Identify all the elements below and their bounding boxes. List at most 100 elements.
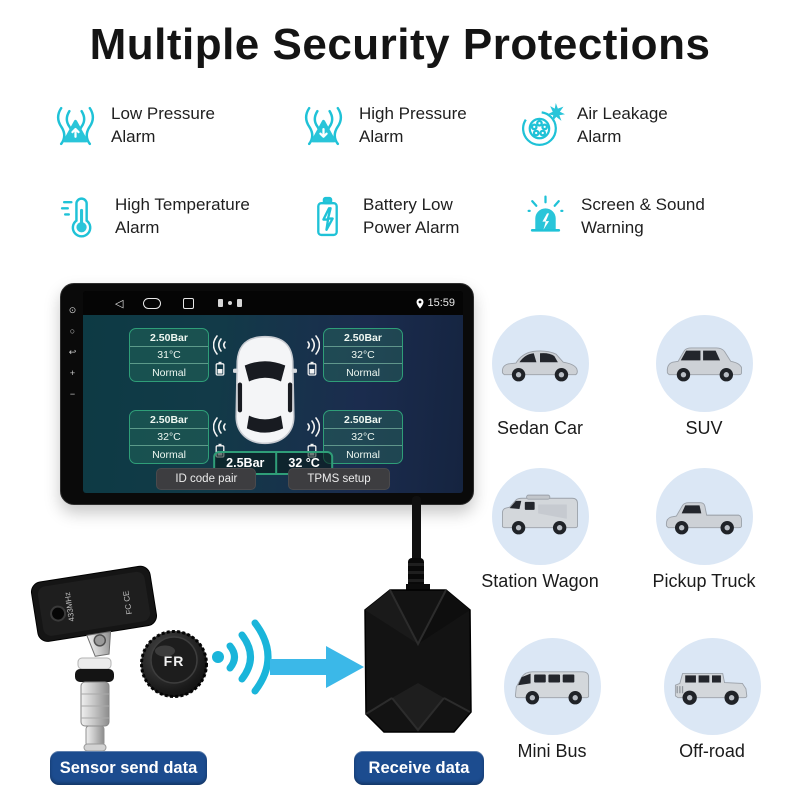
sensor-send-label: Sensor send data	[50, 751, 207, 785]
vehicle-item-off-road: Off-road	[642, 638, 782, 762]
tpms-tile-front-left: 2.50Bar 31°C Normal	[129, 328, 209, 382]
tile-temp: 32°C	[130, 431, 208, 446]
tpms-tile-front-right: 2.50Bar 32°C Normal	[323, 328, 403, 382]
summary-temp: 32 °C	[275, 453, 330, 473]
vehicle-item-pickup-truck: Pickup Truck	[634, 468, 774, 592]
vehicle-photo-circle	[663, 638, 761, 735]
vehicle-photo-circle	[491, 315, 589, 412]
suv-image	[666, 346, 742, 381]
battery-icon	[307, 361, 317, 376]
receive-data-label: Receive data	[354, 751, 484, 785]
fr-label: FR	[164, 653, 185, 669]
vehicle-item-sedan: Sedan Car	[470, 315, 610, 439]
screen: ◁ 15:59 2.50Bar 31°C Normal 2.50	[83, 291, 463, 493]
off-road-image	[674, 672, 748, 705]
tpms-screen: 2.50Bar 31°C Normal 2.50Bar 32°C Normal …	[83, 315, 463, 493]
signal-waves-icon	[306, 417, 320, 437]
vehicle-photo-circle	[503, 638, 601, 735]
vehicle-item-suv: SUV	[634, 315, 774, 439]
bezel-back-button[interactable]: ↩	[68, 347, 77, 357]
recents-icon[interactable]	[183, 297, 195, 309]
high-temperature-icon	[60, 197, 92, 238]
tile-temp: 31°C	[130, 349, 208, 364]
bezel-controls: ⊙ ○ ↩ + −	[64, 306, 81, 399]
car-top-view	[233, 335, 297, 445]
cable-connector	[408, 558, 424, 588]
notification-icon	[237, 299, 243, 307]
home-icon[interactable]	[143, 297, 162, 309]
low-pressure-icon	[56, 106, 95, 146]
head-unit: ⊙ ○ ↩ + − ◁ 15:59 2.50Bar 31	[60, 283, 474, 505]
signal-waves-icon	[306, 335, 320, 355]
vehicle-photo-circle	[655, 468, 753, 565]
tile-pressure: 2.50Bar	[130, 414, 208, 429]
bezel-power-button[interactable]: ⊙	[68, 305, 77, 315]
vehicle-label: Sedan Car	[496, 418, 584, 438]
tile-status: Normal	[152, 448, 186, 461]
vehicle-label: Mini Bus	[517, 741, 587, 761]
summary-pressure: 2.5Bar	[226, 456, 265, 470]
signal-group	[303, 333, 321, 376]
wifi-signal-icon	[212, 619, 272, 695]
arrow-right-icon	[270, 646, 364, 688]
vehicle-item-station-wagon: Station Wagon	[470, 468, 610, 592]
tpms-setup-button[interactable]: TPMS setup	[288, 468, 390, 490]
tile-pressure: 2.50Bar	[324, 332, 402, 347]
location-pin-icon	[416, 298, 424, 308]
battery-icon	[215, 361, 225, 376]
notification-dot-icon	[228, 301, 233, 305]
status-bar: ◁ 15:59	[83, 291, 463, 315]
vehicle-label: Station Wagon	[481, 571, 599, 591]
vehicle-photo-circle	[655, 315, 753, 412]
bezel-volume-down-button[interactable]: −	[69, 389, 76, 399]
tile-pressure: 2.50Bar	[130, 332, 208, 347]
back-icon[interactable]: ◁	[115, 297, 124, 310]
high-pressure-icon	[304, 106, 343, 146]
cap-sensor: FR	[140, 630, 208, 698]
air-leakage-icon	[521, 103, 565, 147]
tile-status: Normal	[346, 448, 380, 461]
id-code-pair-button[interactable]: ID code pair	[156, 468, 257, 490]
internal-sensor: 433MHz FC CE	[30, 565, 158, 752]
vehicle-label: Pickup Truck	[652, 571, 756, 591]
station-wagon-image	[502, 494, 578, 534]
tpms-tile-rear-left: 2.50Bar 32°C Normal	[129, 410, 209, 464]
sedan-car-image	[501, 350, 578, 381]
bezel-home-button[interactable]: ○	[69, 326, 76, 336]
vehicle-photo-circle	[491, 468, 589, 565]
mini-bus-image	[514, 670, 590, 704]
screen-sound-icon	[527, 195, 564, 232]
signal-waves-icon	[212, 335, 226, 355]
bezel-volume-up-button[interactable]: +	[69, 368, 76, 378]
status-time: 15:59	[416, 297, 455, 309]
vehicle-label: Off-road	[679, 741, 745, 761]
tile-status: Normal	[152, 366, 186, 379]
tile-temp: 32°C	[324, 349, 402, 364]
sensor-marking: FC CE	[121, 590, 134, 615]
tile-temp: 32°C	[324, 431, 402, 446]
tile-status: Normal	[346, 366, 380, 379]
signal-waves-icon	[212, 417, 226, 437]
receiver-cable	[412, 496, 421, 594]
tpms-tile-rear-right: 2.50Bar 32°C Normal	[323, 410, 403, 464]
receiver-box	[364, 584, 472, 733]
vehicle-item-mini-bus: Mini Bus	[482, 638, 622, 762]
signal-group	[211, 333, 229, 376]
tile-pressure: 2.50Bar	[324, 414, 402, 429]
notification-icon	[218, 299, 224, 307]
vehicle-label: SUV	[685, 418, 723, 438]
battery-low-icon	[317, 196, 338, 237]
page-title: Multiple Security Protections	[89, 20, 711, 69]
